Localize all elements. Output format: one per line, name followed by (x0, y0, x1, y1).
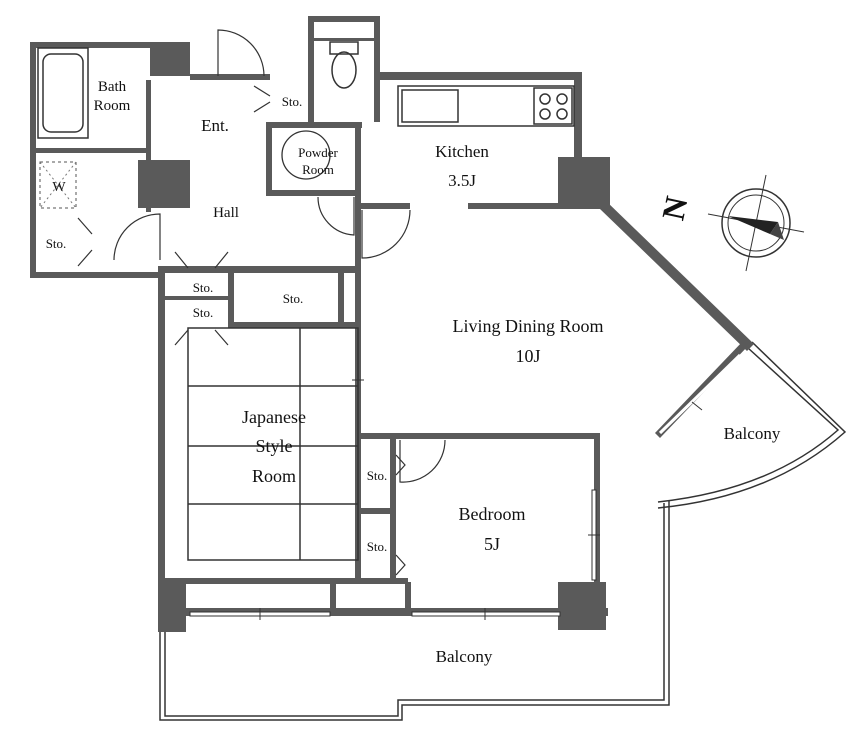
doors (77, 29, 446, 576)
storage-label-bed-1: Sto. (367, 468, 388, 483)
toilet (329, 41, 359, 89)
north-label: N (655, 193, 695, 223)
walls (30, 16, 754, 632)
bathtub (37, 47, 89, 139)
hall-label: Hall (213, 205, 239, 221)
room-labels: Bath Room Ent. Sto. Powder Room Kitchen … (46, 79, 781, 666)
bedroom-label-1: Bedroom (459, 504, 526, 524)
washer-label: W (52, 180, 66, 195)
bath-label-2: Room (94, 98, 131, 114)
storage-label-ent: Sto. (282, 94, 303, 109)
balcony-label-east: Balcony (724, 424, 781, 443)
entrance-label: Ent. (201, 116, 229, 135)
storage-label-upper-2: Sto. (283, 291, 304, 306)
japanese-label-2: Style (255, 436, 292, 456)
powder-label-1: Powder (298, 145, 338, 160)
japanese-label-1: Japanese (242, 407, 306, 427)
japanese-room-tatami (187, 327, 359, 561)
washer-space (39, 161, 77, 209)
kitchen-counter (397, 85, 575, 127)
balcony-outline-east (657, 341, 847, 509)
storage-label-hall: Sto. (46, 236, 67, 251)
kitchen-label-2: 3.5J (448, 171, 476, 190)
powder-room-sink (281, 130, 331, 180)
compass-rose-icon (707, 174, 805, 272)
balcony-label-south: Balcony (436, 647, 493, 666)
japanese-label-3: Room (252, 466, 296, 486)
bedroom-label-2: 5J (484, 534, 500, 554)
bath-label-1: Bath (98, 79, 127, 95)
living-label-2: 10J (515, 346, 540, 366)
storage-label-upper-1: Sto. (193, 280, 214, 295)
storage-label-bed-2: Sto. (367, 539, 388, 554)
kitchen-label-1: Kitchen (435, 142, 489, 161)
powder-label-2: Room (302, 162, 334, 177)
balcony-outline-south (159, 500, 670, 721)
windows (189, 335, 742, 620)
storage-label-upper-3: Sto. (193, 305, 214, 320)
living-label-1: Living Dining Room (452, 316, 603, 336)
